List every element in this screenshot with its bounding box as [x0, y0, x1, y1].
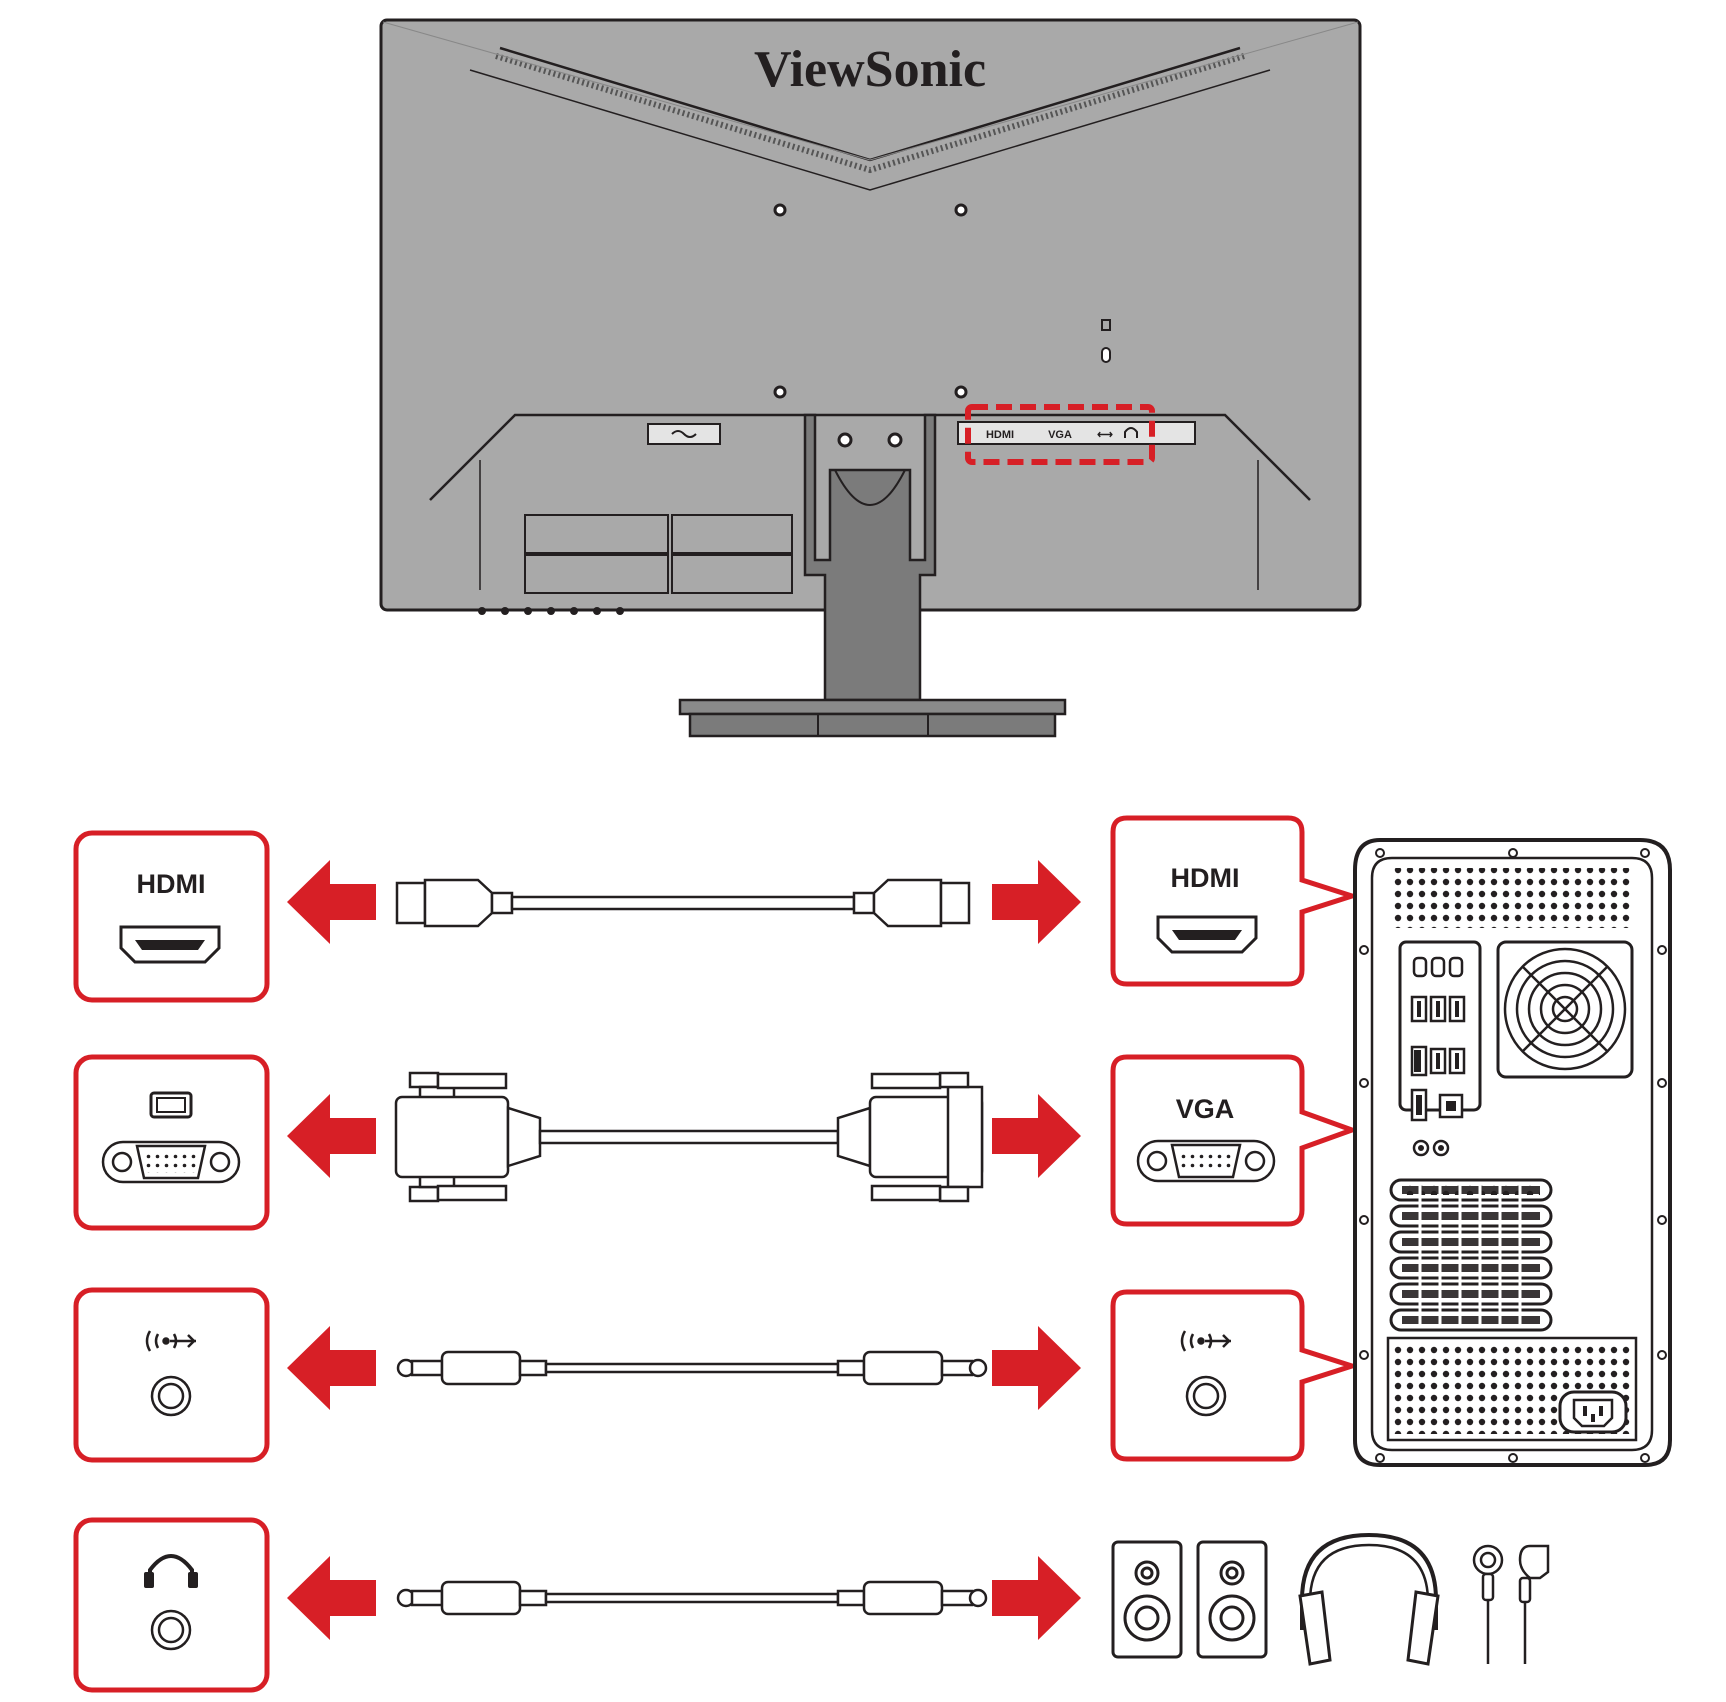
monitor-audio-in-box — [73, 1287, 270, 1463]
arrow-left-icon — [287, 1556, 376, 1640]
hdmi-port-icon — [119, 925, 221, 964]
panel-hdmi-label: HDMI — [986, 429, 1014, 441]
speakers-icon — [1111, 1540, 1268, 1659]
monitor-stand-neck — [803, 413, 937, 702]
vga-port-icon — [101, 1140, 241, 1184]
audio-in-icon — [145, 1330, 196, 1352]
bottom-vents — [524, 514, 793, 594]
io-port-highlight — [965, 404, 1155, 465]
vga-cable — [394, 1071, 984, 1203]
vga-connection-row: VGA — [73, 1054, 1360, 1231]
pc-hdmi-label: HDMI — [1171, 863, 1240, 893]
headphone-connection-row — [73, 1517, 1550, 1693]
brand-logo: ViewSonic — [754, 41, 986, 98]
panel-audio-icon: ⟷ — [1097, 429, 1113, 441]
arrow-right-icon — [992, 1556, 1081, 1640]
headphones-icon — [1298, 1532, 1440, 1666]
audio-cable — [396, 1350, 988, 1386]
top-vent-grille — [1390, 868, 1634, 928]
pc-hdmi-port-box — [1110, 815, 1361, 987]
kensington-lock-icon — [1101, 319, 1111, 363]
headphone-cable — [396, 1580, 988, 1616]
audio-in-connection-row — [73, 1287, 1361, 1463]
monitor-hdmi-port-box — [73, 830, 270, 1003]
pc-vga-label: VGA — [1176, 1094, 1235, 1124]
arrow-right-icon — [992, 1094, 1081, 1178]
arrow-left-icon — [287, 1326, 376, 1410]
io-port-strip — [957, 421, 1196, 445]
headphone-jack-icon — [150, 1609, 192, 1651]
vga-port-icon — [1136, 1139, 1276, 1183]
pc-tower — [1353, 838, 1672, 1467]
monitor-input-icon — [149, 1091, 193, 1119]
monitor-stand-base — [678, 698, 1067, 716]
arrow-left-icon — [287, 860, 376, 944]
arrow-left-icon — [287, 1094, 376, 1178]
hdmi-cable — [395, 878, 971, 928]
power-inlet-icon — [1558, 1390, 1628, 1434]
earphones-icon — [1472, 1544, 1550, 1664]
arrow-right-icon — [992, 860, 1081, 944]
hdmi-connection-row: HDMI HDMI — [73, 815, 1361, 1003]
audio-jack-icon — [150, 1375, 192, 1417]
pc-audio-out-box — [1110, 1289, 1361, 1462]
headphone-icon — [144, 1554, 198, 1588]
panel-headphone-icon — [1124, 427, 1138, 438]
monitor-rear-view: ViewSonic — [379, 18, 1362, 738]
panel-vga-label: VGA — [1048, 429, 1072, 441]
monitor-headphone-out-box — [73, 1517, 270, 1693]
fan-icon — [1496, 940, 1634, 1079]
arrow-right-icon — [992, 1326, 1081, 1410]
audio-out-icon — [1180, 1330, 1231, 1352]
control-buttons — [478, 607, 624, 615]
pc-audio-jacks — [1412, 1139, 1450, 1157]
hdmi-port-icon — [1156, 915, 1258, 954]
vesa-mount-holes — [773, 203, 968, 399]
audio-jack-icon — [1185, 1375, 1227, 1417]
monitor-hdmi-label: HDMI — [137, 869, 206, 899]
